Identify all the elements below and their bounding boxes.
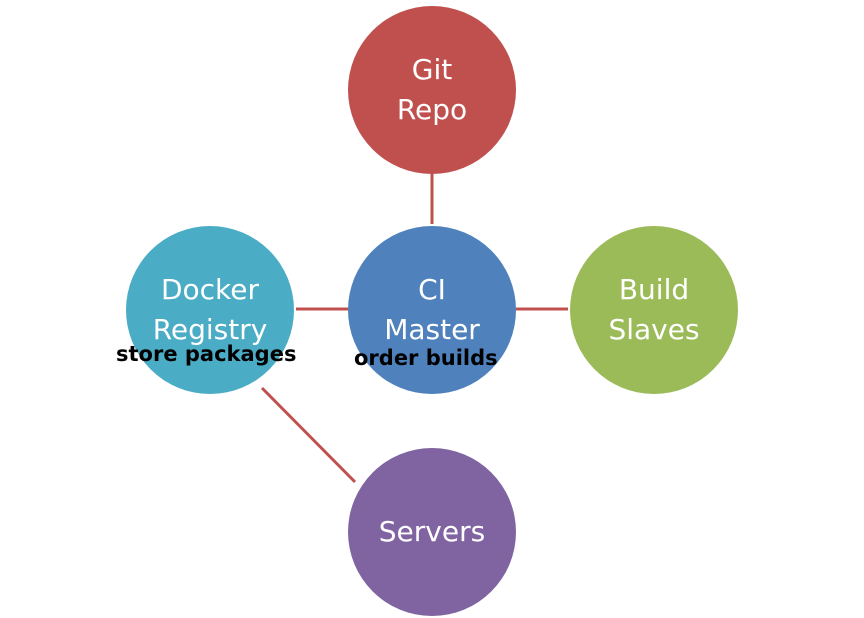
connector-docker-servers xyxy=(260,386,357,484)
node-ci-master-line2: Master xyxy=(384,313,480,346)
node-git-repo-line1: Git xyxy=(411,53,453,86)
annotation-order-builds: order builds xyxy=(354,346,498,370)
node-build-slaves-line1: Build xyxy=(618,273,690,306)
node-servers-label: Servers xyxy=(378,515,486,548)
node-docker-registry-line2: Registry xyxy=(152,313,268,346)
node-git-repo: Git Repo xyxy=(348,6,516,174)
node-git-repo-line2: Repo xyxy=(396,93,468,126)
node-ci-master: CI Master xyxy=(348,226,516,394)
node-docker-registry-line1: Docker xyxy=(160,273,260,306)
node-docker-registry: Docker Registry xyxy=(126,226,294,394)
node-build-slaves-line2: Slaves xyxy=(608,313,700,346)
annotation-store-packages: store packages xyxy=(116,342,297,366)
node-build-slaves: Build Slaves xyxy=(570,226,738,394)
node-servers: Servers xyxy=(348,448,516,616)
node-ci-master-line1: CI xyxy=(418,273,446,306)
